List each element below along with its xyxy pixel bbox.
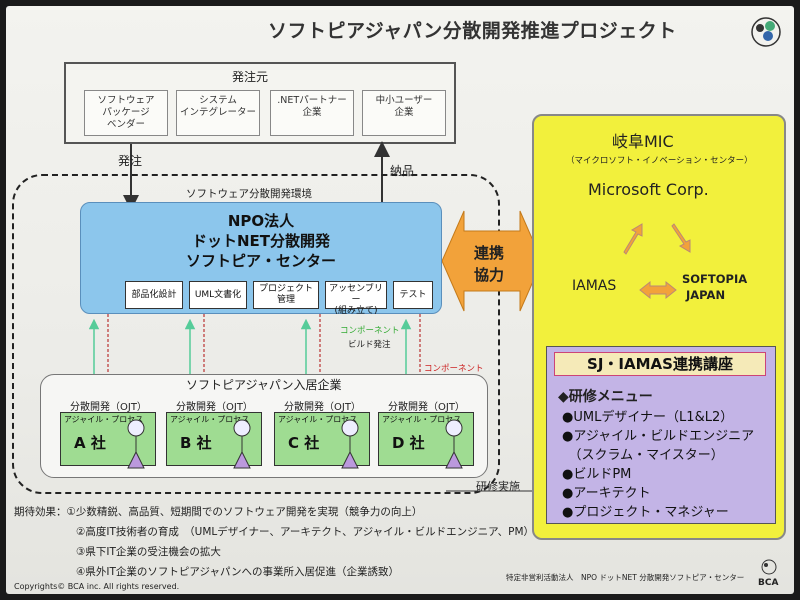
slide: ソフトピアジャパン分散開発推進プロジェクト 発注元 ソフトウェア パッケージ ベ…	[6, 6, 794, 594]
developer-figure-icon	[341, 419, 359, 469]
page-title: ソフトピアジャパン分散開発推進プロジェクト	[268, 20, 677, 42]
company-tag: アジャイル・プロセス	[278, 415, 358, 424]
orderer-item: ソフトウェア パッケージ ベンダー	[84, 90, 168, 136]
training-line	[446, 490, 542, 492]
footer-org: 特定非営利活動法人 NPO ドットNET 分散開発ソフトピア・センター	[506, 573, 745, 582]
orderer-item: .NETパートナー 企業	[270, 90, 354, 136]
course-menu-item: ●アジャイル・ビルドエンジニア	[562, 429, 755, 444]
companies-label: ソフトピアジャパン入居企業	[186, 378, 342, 392]
order-arrows	[88, 141, 425, 383]
dev-environment-boundary	[12, 174, 500, 494]
cooperation-line1: 連携	[474, 244, 505, 262]
function-box: 部品化設計	[125, 281, 183, 309]
company-tag: アジャイル・プロセス	[382, 415, 462, 424]
function-box: UML文書化	[189, 281, 247, 309]
env-label: ソフトウェア分散開発環境	[186, 188, 312, 200]
course-menu-item: ●ビルドPM	[562, 467, 632, 482]
ojt-label: 分散開発（OJT）	[70, 402, 147, 413]
orderer-label: 発注元	[232, 70, 269, 84]
component-delivery-line1: コンポーネント	[424, 364, 484, 374]
company-name: C 社	[288, 434, 320, 452]
developer-figure-icon	[233, 419, 251, 469]
orderer-item: 中小ユーザー 企業	[362, 90, 446, 136]
function-box: テスト	[393, 281, 433, 309]
softopia-line2: JAPAN	[686, 288, 726, 302]
component-build-line1: コンポーネント	[340, 326, 400, 336]
bca-logo-bottom-icon	[761, 559, 777, 575]
training-label: 研修実施	[476, 480, 520, 493]
company-name: D 社	[392, 434, 425, 452]
course-menu-item: （スクラム・マイスター）	[562, 448, 724, 463]
npo-line1: NPO法人	[227, 212, 295, 230]
orderer-box: 発注元 ソフトウェア パッケージ ベンダーシステム インテグレーター.NETパー…	[64, 62, 456, 144]
developer-figure-icon	[127, 419, 145, 469]
component-build-line2: ビルド発注	[348, 340, 391, 350]
ojt-label: 分散開発（OJT）	[284, 402, 361, 413]
expected-effect: ③県下IT企業の受注機会の拡大	[76, 546, 221, 558]
course-menu-title: ◆研修メニュー	[558, 389, 653, 405]
order-label: 発注	[118, 154, 143, 168]
course-menu-item: ●UMLデザイナー（L1&L2）	[562, 410, 734, 425]
orderer-item: システム インテグレーター	[176, 90, 260, 136]
ojt-label: 分散開発（OJT）	[176, 402, 253, 413]
company-name: A 社	[74, 434, 106, 452]
course-title: SJ・IAMAS連携講座	[554, 352, 766, 376]
expected-effect: ②高度IT技術者の育成 （UMLデザイナー、アーキテクト、アジャイル・ビルドエン…	[76, 526, 535, 538]
course-menu-item: ●アーキテクト	[562, 486, 651, 501]
copyright: Copyrights© BCA inc. All rights reserved…	[14, 582, 180, 591]
cooperation-arrow-icon	[442, 210, 542, 312]
iamas-label: IAMAS	[572, 278, 617, 294]
npo-line3: ソフトピア・センター	[185, 252, 336, 270]
company-tag: アジャイル・プロセス	[170, 415, 250, 424]
brand-label: BCA	[758, 578, 779, 588]
company-tag: アジャイル・プロセス	[64, 415, 144, 424]
cooperation-line2: 協力	[474, 266, 505, 284]
microsoft-label: Microsoft Corp.	[588, 180, 709, 199]
function-box: プロジェクト 管理	[253, 281, 319, 309]
softopia-line1: SOFTOPIA	[682, 272, 748, 286]
npo-line2: ドットNET分散開発	[191, 232, 331, 250]
gifu-title: 岐阜MIC	[612, 132, 674, 151]
expected-effect: 期待効果：①少数精鋭、高品質、短期間でのソフトウェア開発を実現（競争力の向上）	[14, 506, 423, 518]
function-box: アッセンブリー (組み立て)	[325, 281, 387, 316]
developer-figure-icon	[445, 419, 463, 469]
ojt-label: 分散開発（OJT）	[388, 402, 465, 413]
triangle-arrows-icon	[623, 223, 691, 300]
company-name: B 社	[180, 434, 212, 452]
gifu-subtitle: （マイクロソフト・イノベーション・センター）	[566, 156, 753, 166]
expected-effect: ④県外IT企業のソフトピアジャパンへの事業所入居促進（企業誘致）	[76, 566, 400, 578]
course-menu-item: ●プロジェクト・マネジャー	[562, 505, 729, 520]
bca-logo-icon	[751, 17, 781, 47]
